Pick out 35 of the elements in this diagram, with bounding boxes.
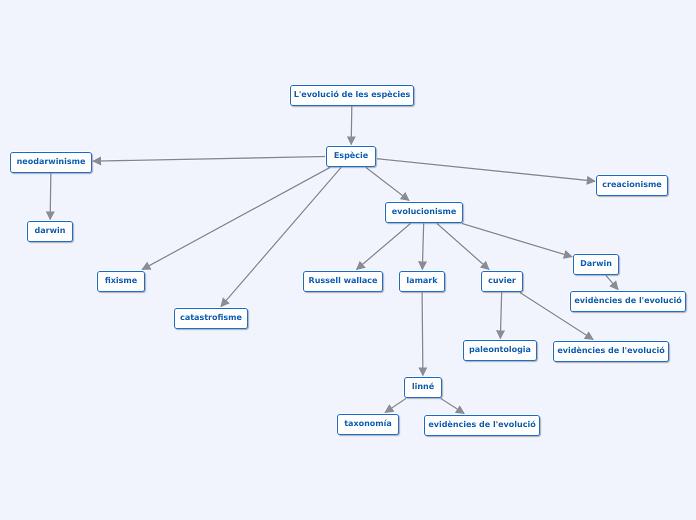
topic-box: evidències de l'evolució [570, 290, 686, 312]
topic-box: Russell wallace [303, 270, 383, 292]
topic-box: lamark [399, 270, 445, 292]
arrow [46, 173, 55, 220]
topic-box: taxonomía [337, 414, 399, 434]
arrow [520, 292, 594, 340]
topic-box: fixisme [97, 270, 145, 292]
arrow [418, 292, 428, 376]
arrow [462, 222, 573, 259]
arrow [141, 166, 330, 270]
topic-box: cuvier [481, 270, 523, 292]
arrow [92, 156, 326, 166]
topic-box: linné [404, 376, 442, 398]
arrow [366, 166, 410, 202]
arrow [496, 292, 506, 340]
arrow [376, 158, 596, 185]
arrow [436, 223, 490, 270]
arrow [220, 167, 342, 308]
arrow [384, 398, 406, 414]
topic-box: evolucionisme [385, 202, 463, 222]
topic-box: catastrofisme [174, 308, 248, 328]
arrow [418, 223, 428, 270]
arrow [356, 223, 411, 270]
arrow [346, 106, 356, 146]
topic-box: Darwin [573, 254, 619, 274]
arrow [605, 275, 619, 290]
topic-box: darwin [27, 220, 73, 242]
topic-box: neodarwinisme [10, 152, 92, 172]
topic-box: paleontologia [463, 340, 537, 360]
topic-box: L'evolució de les espècies [290, 84, 414, 106]
topic-box: Espècie [326, 146, 376, 166]
arrow [440, 398, 465, 414]
topic-box: creacionisme [596, 174, 668, 196]
topic-box: evidències de l'evolució [424, 414, 540, 436]
topic-box: evidències de l'evolució [553, 340, 669, 362]
